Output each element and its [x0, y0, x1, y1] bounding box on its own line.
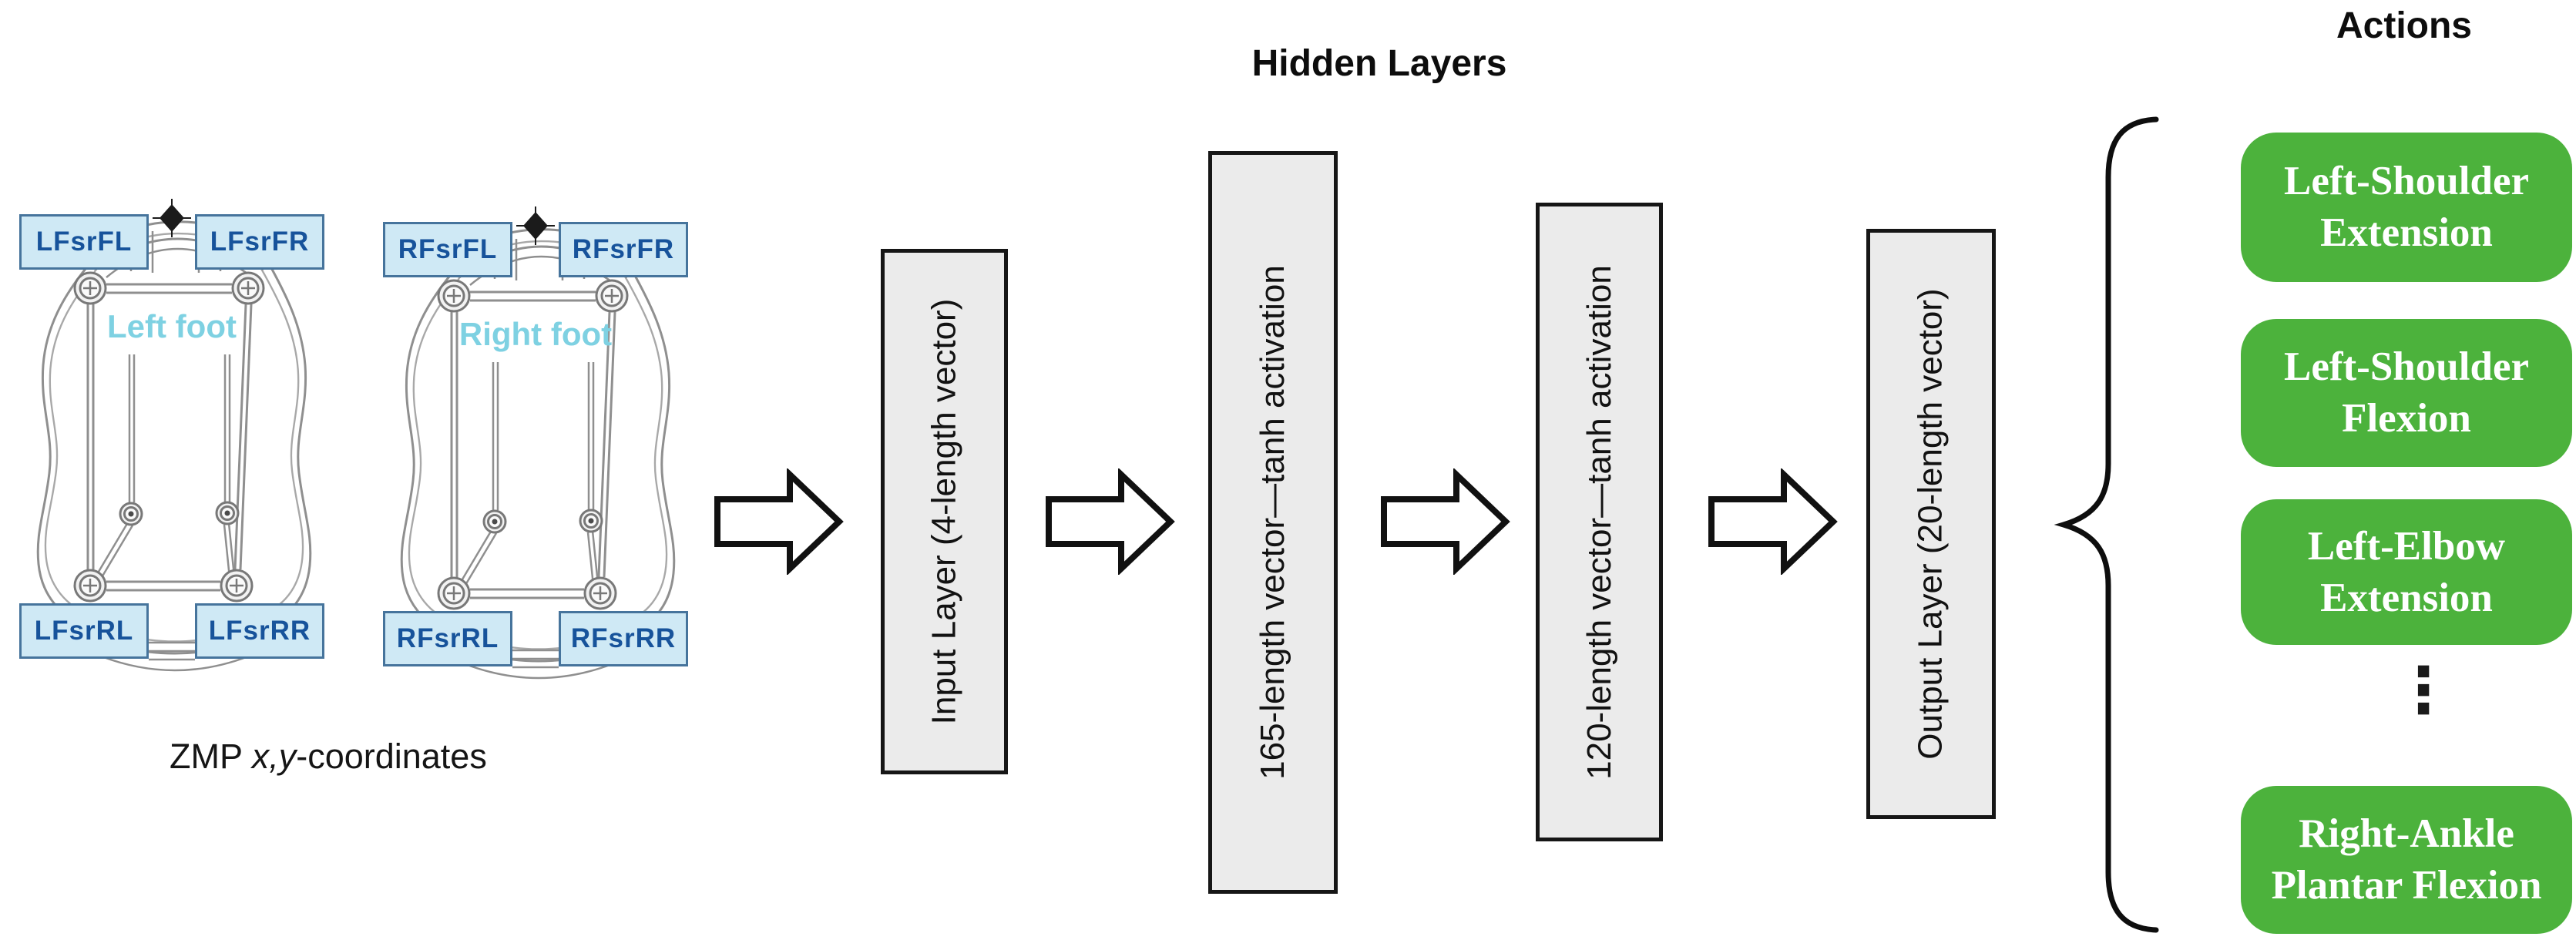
action-label: Right-Ankle Plantar Flexion	[2271, 811, 2542, 908]
layer-box-input: Input Layer (4-length vector)	[881, 249, 1008, 774]
flow-arrow-3	[1381, 468, 1510, 575]
actions-vertical-ellipsis: ⋮	[2392, 654, 2455, 727]
layer-box-output-label: Output Layer (20-length vector)	[1912, 288, 1950, 760]
layer-box-hidden-1-label: 165-length vector—tanh activation	[1254, 265, 1292, 780]
layer-box-output: Output Layer (20-length vector)	[1866, 229, 1996, 819]
zmp-caption-suffix: -coordinates	[296, 737, 487, 776]
sensor-label-rfsrrl: RFsrRL	[383, 611, 512, 666]
hidden-layers-title: Hidden Layers	[1251, 43, 1507, 84]
sensor-label-rfsrfr: RFsrFR	[559, 222, 688, 277]
flow-arrow-1	[714, 468, 844, 575]
layer-box-input-label: Input Layer (4-length vector)	[925, 298, 963, 725]
sensor-label-lfsrfr: LFsrFR	[195, 214, 324, 270]
zmp-caption: ZMP x,y-coordinates	[170, 737, 493, 777]
sensor-label-lfsrrl: LFsrRL	[19, 603, 149, 659]
action-left-shoulder-extension: Left-Shoulder Extension	[2241, 133, 2572, 282]
action-left-shoulder-flexion: Left-Shoulder Flexion	[2241, 319, 2572, 467]
action-label: Left-Shoulder Flexion	[2284, 344, 2529, 441]
right-foot-diagram: RFsrFL RFsrFR RFsrRL RFsrRR Right foot	[379, 171, 695, 695]
actions-brace	[2054, 116, 2159, 933]
actions-title: Actions	[2336, 5, 2472, 46]
right-foot-caption: Right foot	[458, 316, 613, 352]
sensor-label-rfsrrr: RFsrRR	[559, 611, 688, 666]
action-label: Left-Shoulder Extension	[2284, 159, 2529, 255]
layer-box-hidden-1: 165-length vector—tanh activation	[1208, 151, 1338, 894]
zmp-caption-italic: x,y	[251, 737, 297, 776]
action-label: Left-Elbow Extension	[2307, 523, 2506, 620]
left-foot-caption: Left foot	[107, 308, 237, 344]
action-right-ankle-plantar-flexion: Right-Ankle Plantar Flexion	[2241, 786, 2572, 934]
flow-arrow-4	[1708, 468, 1838, 575]
sensor-label-rfsrfl: RFsrFL	[383, 222, 512, 277]
sensor-label-lfsrrr: LFsrRR	[195, 603, 324, 659]
zmp-caption-prefix: ZMP	[170, 737, 252, 776]
layer-box-hidden-2-label: 120-length vector—tanh activation	[1580, 264, 1618, 780]
action-left-elbow-extension: Left-Elbow Extension	[2241, 499, 2572, 645]
sensor-label-lfsrfl: LFsrFL	[19, 214, 149, 270]
left-foot-diagram: LFsrFL LFsrFR LFsrRL LFsrRR Left foot	[15, 163, 331, 687]
layer-box-hidden-2: 120-length vector—tanh activation	[1536, 203, 1663, 841]
flow-arrow-2	[1046, 468, 1175, 575]
